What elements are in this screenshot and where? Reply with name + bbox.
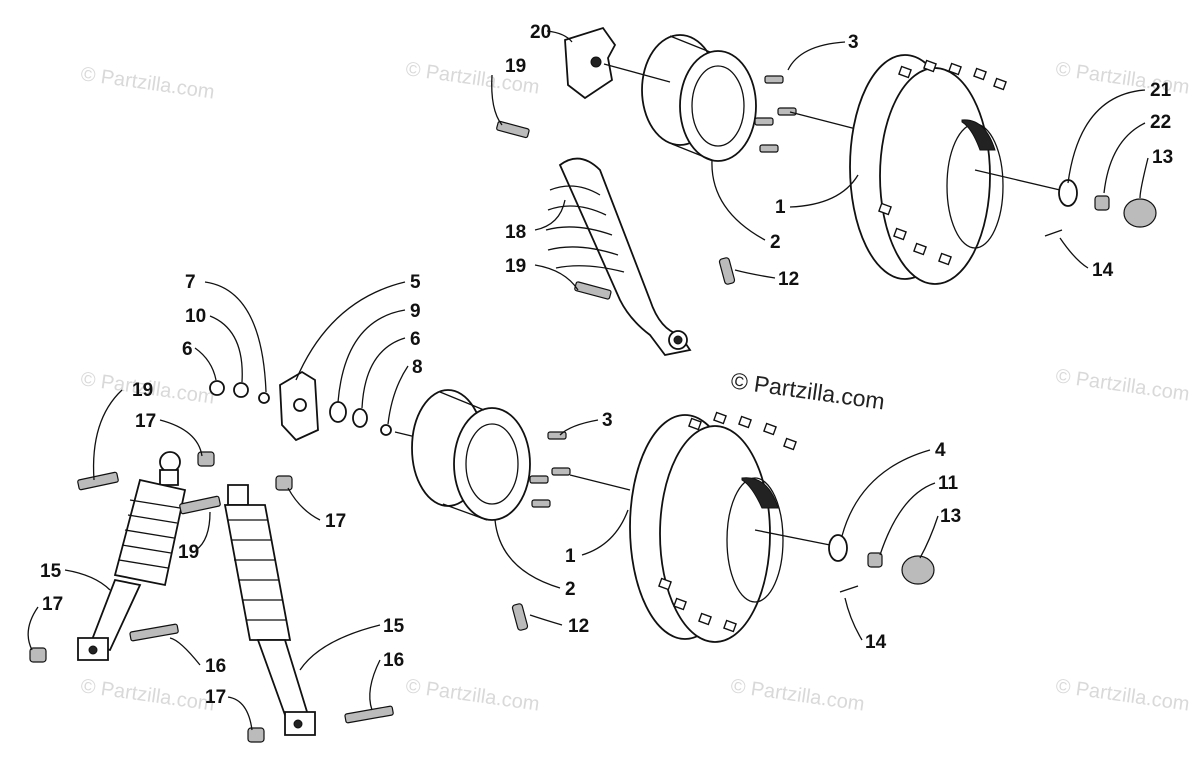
- callout-label: 17: [325, 511, 346, 532]
- callout-label: 4: [935, 440, 946, 461]
- tread-blocks: [878, 59, 1007, 266]
- lug-bolts: [754, 75, 797, 153]
- shock-absorber-right: [223, 484, 316, 736]
- callout-label: 12: [778, 269, 799, 290]
- spacer: [380, 424, 392, 436]
- callout-label: 19: [178, 542, 199, 563]
- callout-label: 2: [770, 232, 781, 253]
- tread-blocks: [658, 411, 797, 633]
- valve-stem: [718, 257, 736, 285]
- mounting-bolt: [574, 281, 612, 300]
- watermark-text: © Partzilla.com: [404, 675, 541, 716]
- washer: [352, 408, 368, 428]
- callout-label: 21: [1150, 80, 1172, 101]
- callout-label: 17: [205, 687, 226, 708]
- lock-nut: [275, 475, 293, 491]
- valve-stem: [511, 603, 529, 631]
- callout-label: 15: [383, 616, 405, 637]
- front-wheel-assembly: [209, 370, 935, 643]
- watermark-text: © Partzilla.com: [79, 63, 216, 104]
- callout-label: 20: [530, 22, 551, 43]
- lock-nut: [29, 647, 47, 663]
- callout-label: 13: [940, 506, 961, 527]
- washer: [1058, 179, 1078, 207]
- callout-label: 10: [185, 306, 206, 327]
- callout-label: 16: [383, 650, 404, 671]
- callout-label: 13: [1152, 147, 1173, 168]
- tire-inner-shade: [961, 119, 996, 151]
- callout-label: 6: [182, 339, 193, 360]
- mounting-bolt: [129, 623, 179, 642]
- seal: [329, 401, 347, 423]
- callout-label: 16: [205, 656, 226, 677]
- tire-inner-shade: [741, 477, 779, 509]
- callout-label: 3: [602, 410, 613, 431]
- lock-nut: [247, 727, 265, 743]
- callout-label: 9: [410, 301, 421, 322]
- callout-label: 1: [775, 197, 786, 218]
- mounting-bolt: [77, 471, 119, 491]
- callout-label: 12: [568, 616, 589, 637]
- axle-cap: [1123, 198, 1157, 228]
- axle-nut: [1094, 195, 1110, 211]
- watermark-main: © Partzilla.com: [729, 367, 886, 414]
- callout-label: 22: [1150, 112, 1171, 133]
- callout-label: 1: [565, 546, 576, 567]
- callout-label: 18: [505, 222, 526, 243]
- callout-label: 17: [42, 594, 63, 615]
- mounting-bolt: [179, 495, 221, 515]
- watermark-text: © Partzilla.com: [1054, 675, 1191, 716]
- callout-label: 7: [185, 272, 196, 293]
- cotter-pin: [839, 585, 859, 593]
- mounting-bolt: [344, 705, 394, 724]
- rear-assembly: [496, 26, 1157, 356]
- callout-labels: 20 19 3 21 22 13 1 2 18 19 12 14 7 10 6 …: [40, 22, 1173, 708]
- front-shocks: [29, 451, 394, 743]
- callout-label: 19: [132, 380, 153, 401]
- hub-plate: [564, 26, 617, 100]
- callout-label: 8: [412, 357, 423, 378]
- watermark-text: © Partzilla.com: [729, 675, 866, 716]
- lug-bolts: [529, 431, 571, 508]
- callout-label: 11: [938, 473, 959, 494]
- leader-lines: [27, 30, 1149, 731]
- callout-label: 14: [865, 632, 887, 653]
- front-tire-tread: [659, 425, 771, 643]
- bearing: [258, 392, 270, 404]
- lock-nut: [197, 451, 215, 467]
- rear-shock-absorber: [545, 157, 692, 356]
- mounting-bolt: [496, 120, 530, 139]
- callout-label: 17: [135, 411, 156, 432]
- callout-label: 14: [1092, 260, 1114, 281]
- washer: [828, 534, 848, 562]
- cotter-pin: [1044, 229, 1063, 237]
- callout-label: 5: [410, 272, 421, 293]
- callout-label: 6: [410, 329, 421, 350]
- washer: [209, 380, 225, 396]
- callout-label: 19: [505, 56, 526, 77]
- hub-hole: [590, 56, 602, 68]
- callout-label: 3: [848, 32, 859, 53]
- watermark-text: © Partzilla.com: [79, 675, 216, 716]
- watermark-text: © Partzilla.com: [1054, 365, 1191, 406]
- callout-label: 2: [565, 579, 576, 600]
- callout-label: 19: [505, 256, 526, 277]
- axle-cap: [901, 555, 935, 585]
- shock-absorber-left: [77, 451, 187, 661]
- callout-label: 15: [40, 561, 62, 582]
- washer: [233, 382, 249, 398]
- axle-nut: [867, 552, 883, 568]
- rear-tire-tread: [879, 67, 991, 285]
